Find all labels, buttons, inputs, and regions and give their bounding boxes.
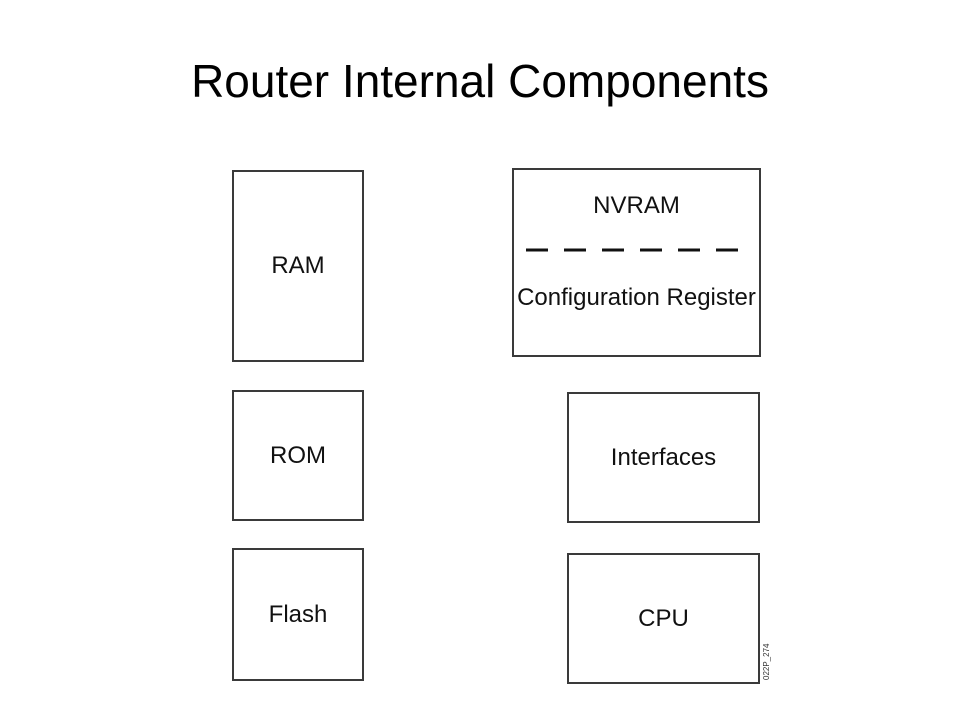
- interfaces-label: Interfaces: [610, 443, 717, 471]
- flash-label: Flash: [268, 600, 328, 628]
- nvram-label: NVRAM: [593, 192, 680, 219]
- cpu-box: CPU: [567, 553, 760, 684]
- rom-box: ROM: [232, 390, 364, 521]
- rom-label: ROM: [270, 441, 326, 469]
- nvram-box: NVRAM Configuration Register: [512, 168, 761, 357]
- flash-box: Flash: [232, 548, 364, 681]
- ram-label: RAM: [271, 252, 325, 279]
- interfaces-box: Interfaces: [567, 392, 760, 523]
- cpu-label: CPU: [638, 604, 689, 632]
- ram-box: RAM: [232, 170, 364, 362]
- nvram-dashed-divider: [526, 248, 748, 252]
- slide-title: Router Internal Components: [191, 55, 769, 107]
- figure-code: 022P_274: [762, 643, 771, 680]
- configuration-register-label: Configuration Register: [517, 284, 756, 311]
